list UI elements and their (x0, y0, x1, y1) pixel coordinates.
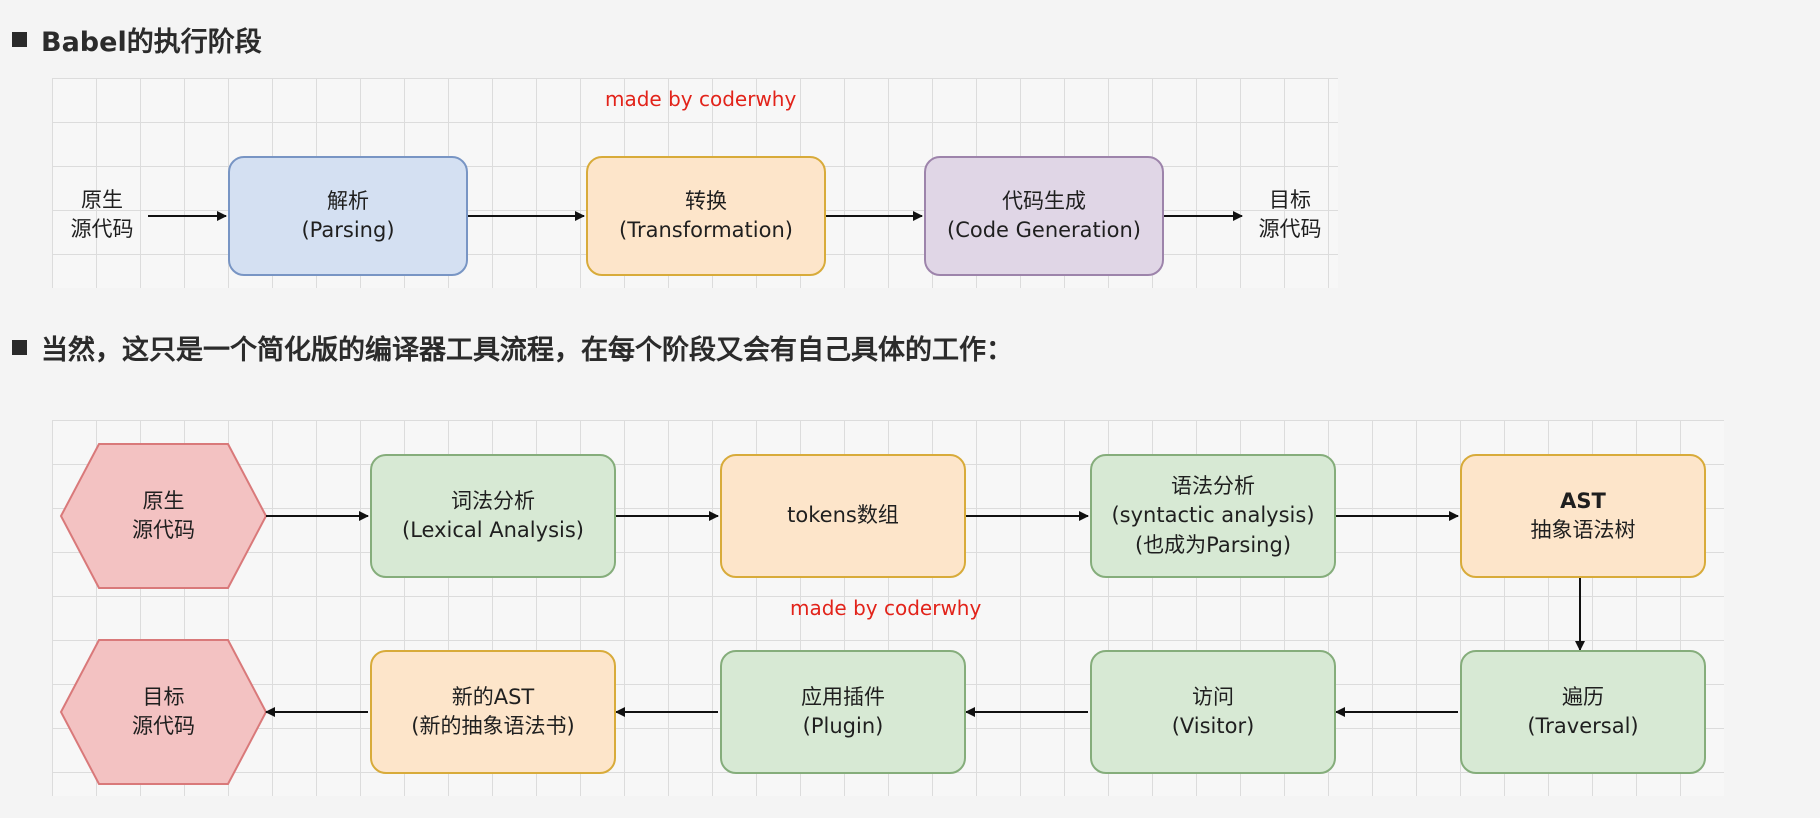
node-lexical-analysis: 词法分析 (Lexical Analysis) (370, 454, 616, 578)
watermark-text: made by coderwhy (790, 596, 982, 620)
hexagon-target-label: 目标 源代码 (132, 684, 195, 738)
node-plugin: 应用插件 (Plugin) (720, 650, 966, 774)
node-tokens-array: tokens数组 (720, 454, 966, 578)
watermark-text: made by coderwhy (605, 87, 797, 111)
node-visitor: 访问 (Visitor) (1090, 650, 1336, 774)
node-transformation: 转换 (Transformation) (586, 156, 826, 276)
node-parsing: 解析 (Parsing) (228, 156, 468, 276)
section-heading-babel: Babel的执行阶段 (12, 20, 262, 59)
node-syntactic-analysis: 语法分析 (syntactic analysis) (也成为Parsing) (1090, 454, 1336, 578)
heading-text: 当然，这只是一个简化版的编译器工具流程，在每个阶段又会有自己具体的工作： (41, 335, 1013, 366)
label-target-code: 目标 源代码 (1258, 188, 1322, 242)
bullet-square-icon (12, 340, 27, 355)
node-ast: AST 抽象语法树 (1460, 454, 1706, 578)
node-new-ast: 新的AST (新的抽象语法书) (370, 650, 616, 774)
node-traversal: 遍历 (Traversal) (1460, 650, 1706, 774)
label-source-code: 原生 源代码 (70, 188, 134, 242)
node-code-generation: 代码生成 (Code Generation) (924, 156, 1164, 276)
heading-text: Babel的执行阶段 (41, 27, 262, 58)
hexagon-source-label: 原生 源代码 (132, 488, 195, 542)
bullet-square-icon (12, 32, 27, 47)
section-heading-simplified: 当然，这只是一个简化版的编译器工具流程，在每个阶段又会有自己具体的工作： (12, 328, 1013, 367)
